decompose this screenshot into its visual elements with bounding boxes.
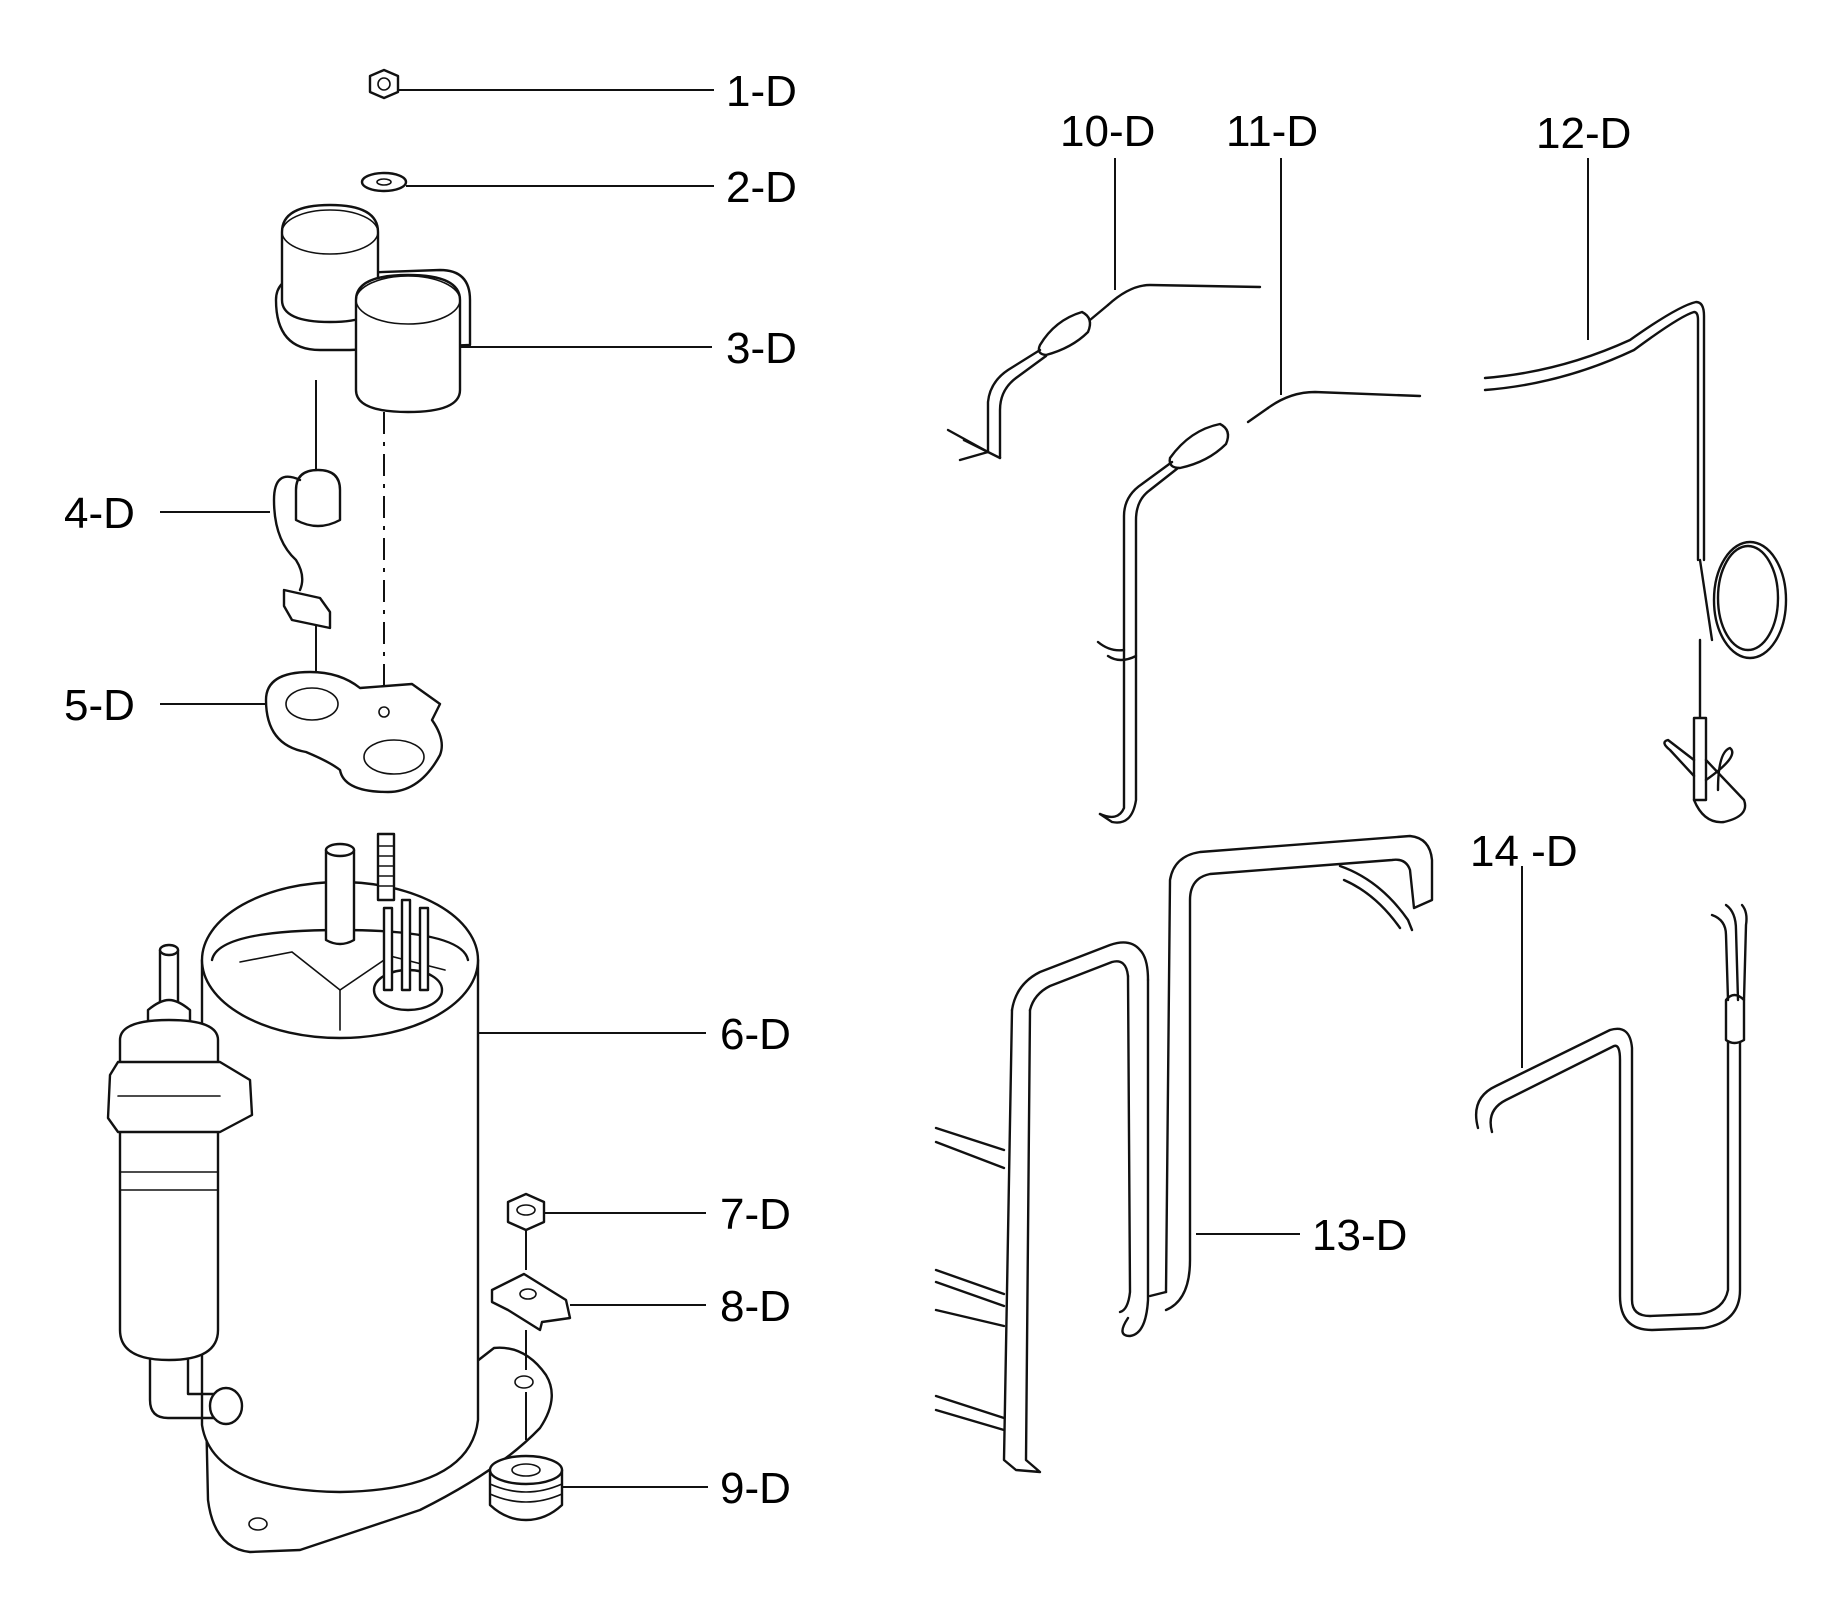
part-5-gasket xyxy=(264,670,443,794)
part-14-discharge-pipe xyxy=(1474,866,1748,1332)
part-7-nut xyxy=(506,1192,546,1232)
callout-9-d: 9-D xyxy=(720,1464,791,1513)
part-6-compressor xyxy=(200,832,553,1554)
part-10-capillary xyxy=(946,158,1262,462)
callout-11-d: 11-D xyxy=(1226,107,1319,156)
part-1-nut xyxy=(368,68,400,100)
callout-12-d: 12-D xyxy=(1536,109,1632,158)
callout-4-d: 4-D xyxy=(64,489,135,538)
part-13-pipe xyxy=(934,834,1434,1474)
part-3-terminal-cover xyxy=(274,203,472,414)
callout-13-d: 13-D xyxy=(1312,1211,1408,1260)
part-2-washer xyxy=(360,171,408,193)
part-6-accumulator xyxy=(106,943,254,1426)
callout-1-d: 1-D xyxy=(726,67,797,116)
callout-14-d: 14 -D xyxy=(1470,827,1578,876)
part-4-overload-protector xyxy=(272,468,342,630)
part-11-capillary xyxy=(1096,158,1422,824)
callout-2-d: 2-D xyxy=(726,163,797,212)
callout-5-d: 5-D xyxy=(64,681,135,730)
callout-8-d: 8-D xyxy=(720,1282,791,1331)
part-8-washer-plate xyxy=(490,1272,572,1332)
callout-7-d: 7-D xyxy=(720,1190,791,1239)
part-9-grommet xyxy=(488,1454,564,1522)
part-12-capillary-coil xyxy=(1483,158,1788,824)
callout-10-d: 10-D xyxy=(1060,107,1156,156)
callout-3-d: 3-D xyxy=(726,324,797,373)
callout-6-d: 6-D xyxy=(720,1010,791,1059)
